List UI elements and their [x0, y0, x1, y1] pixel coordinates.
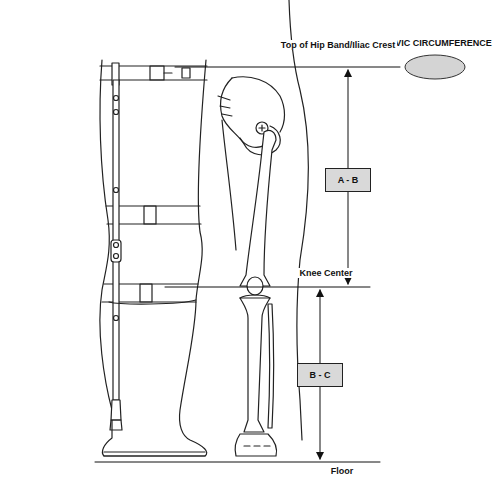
- line-label: Floor: [329, 466, 356, 476]
- dimension-box: A - B: [325, 168, 371, 192]
- dimension-text: B - C: [310, 370, 331, 380]
- line-label: Top of Hip Band/Iliac Crest: [279, 40, 397, 50]
- dimension-text: A - B: [338, 175, 359, 185]
- line-label: Knee Center: [297, 268, 354, 278]
- dimension-box: B - C: [297, 363, 343, 387]
- ellipse-outline: [376, 52, 494, 82]
